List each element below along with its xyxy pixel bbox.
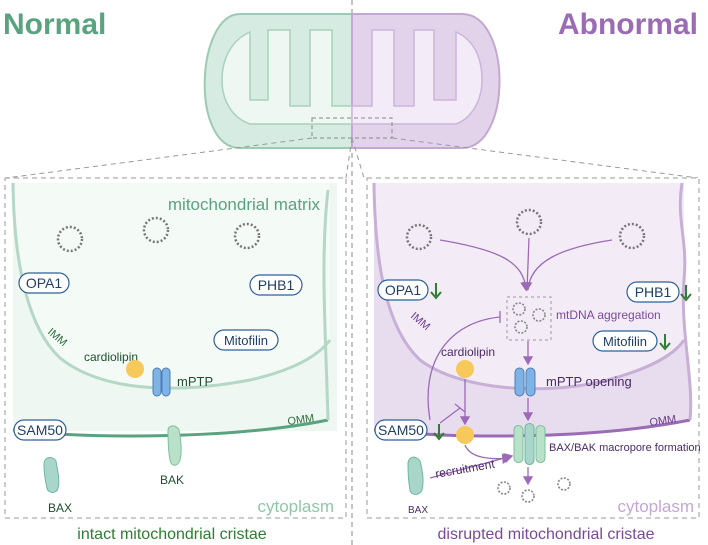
bak-label: BAK [160, 473, 184, 487]
mtdna-circle-icon [56, 216, 261, 253]
cardiolipin-dot [456, 360, 474, 378]
svg-text:PHB1: PHB1 [635, 284, 672, 300]
mtdna-aggregate-icon [506, 296, 552, 341]
down-arrow-icon [433, 424, 445, 441]
mtdna-circle-icon [405, 208, 646, 251]
inhibition-lines [427, 311, 501, 424]
mitochondrion-illustration [203, 13, 501, 149]
bax-label: BAX [48, 501, 72, 515]
sam50-label: SAM50 [374, 419, 428, 441]
bax-protein-icon [407, 456, 424, 495]
opa1-label: OPA1 [18, 272, 70, 294]
svg-text:OPA1: OPA1 [385, 282, 422, 298]
cytoplasm-label-abnormal: cytoplasm [617, 497, 694, 516]
svg-text:Mitofilin: Mitofilin [603, 334, 647, 349]
macropore-label: BAX/BAK macropore formation [549, 442, 701, 454]
mptp-label: mPTP [177, 374, 213, 389]
cardiolipin-dot [126, 360, 144, 378]
matrix-label: mitochondrial matrix [168, 195, 321, 214]
phb1-label: PHB1 [249, 274, 303, 296]
mptp-channel-icon [152, 367, 171, 397]
abnormal-caption: disrupted mitochondrial cristae [438, 526, 655, 543]
down-arrow-icon [430, 283, 442, 300]
omm-label: OMM [287, 412, 315, 428]
svg-text:OPA1: OPA1 [26, 275, 63, 291]
svg-text:Mitofilin: Mitofilin [224, 333, 268, 348]
bax-label: BAX [408, 505, 428, 516]
svg-text:SAM50: SAM50 [378, 422, 424, 438]
mitofilin-label: Mitofilin [592, 330, 658, 352]
opa1-label: OPA1 [377, 279, 429, 301]
zoom-lines [5, 137, 699, 179]
mptp-channel-icon [514, 367, 536, 397]
normal-header: Normal [3, 8, 106, 41]
phb1-label: PHB1 [626, 281, 680, 303]
mtdna-flow-arrows [439, 237, 613, 292]
cardiolipin-label: cardiolipin [441, 345, 495, 359]
normal-panel: mitochondrial matrix OPA1 PHB1 Mitofilin… [4, 177, 347, 519]
mtdna-aggregation-label: mtDNA aggregation [556, 308, 661, 322]
bak-protein-icon [167, 425, 182, 466]
omm-label: OMM [649, 413, 677, 429]
mptp-opening-label: mPTP opening [546, 374, 632, 389]
cardiolipin-label: cardiolipin [84, 350, 138, 364]
down-arrow-icon [680, 285, 692, 302]
recruitment-arrow [429, 453, 514, 479]
sam50-label: SAM50 [13, 419, 67, 441]
abnormal-header: Abnormal [558, 8, 698, 41]
svg-text:SAM50: SAM50 [17, 422, 63, 438]
cytoplasm-label-normal: cytoplasm [257, 497, 334, 516]
mitofilin-label: Mitofilin [213, 329, 279, 351]
bax-protein-icon [43, 456, 60, 493]
normal-caption: intact mitochondrial cristae [77, 526, 267, 543]
abnormal-panel: mtDNA aggregation OPA1 PHB1 Mitofilin SA… [366, 177, 701, 519]
cardiolipin-dot [456, 426, 474, 444]
released-mtdna-icon [497, 477, 571, 503]
svg-text:PHB1: PHB1 [258, 277, 295, 293]
down-arrow-icon [659, 334, 671, 351]
bax-bak-macropore-icon [513, 423, 546, 465]
